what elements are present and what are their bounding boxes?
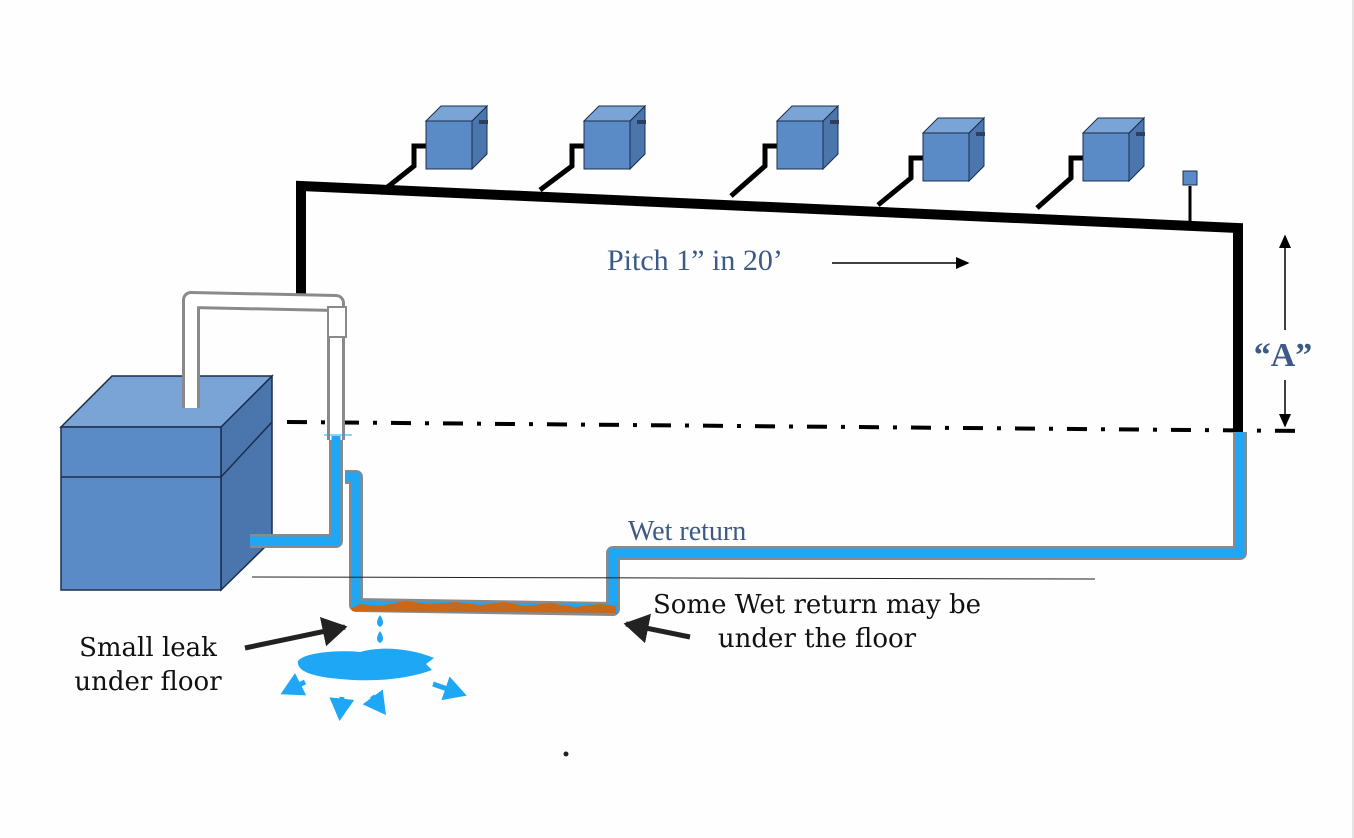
radiator-vent-icon bbox=[637, 120, 646, 124]
pitch-label: Pitch 1” in 20’ bbox=[607, 244, 783, 277]
radiator-3 bbox=[729, 104, 840, 198]
leak-drips bbox=[377, 615, 383, 643]
under-floor-label-line2: under the floor bbox=[718, 624, 917, 654]
radiator-1 bbox=[378, 104, 489, 195]
equalizer-pipe bbox=[250, 434, 352, 548]
radiator-vent-icon bbox=[1136, 132, 1145, 136]
under-floor-label-line1: Some Wet return may be bbox=[653, 590, 981, 620]
stray-dot bbox=[563, 751, 569, 757]
floor-line bbox=[251, 576, 1096, 580]
radiator-4 bbox=[876, 116, 986, 207]
wet-return-pipe bbox=[345, 432, 1247, 616]
boiler bbox=[59, 374, 274, 592]
water-puddle bbox=[297, 648, 434, 681]
boiler-water-line bbox=[286, 420, 1306, 433]
radiator-vent-icon bbox=[976, 132, 985, 136]
steam-main bbox=[296, 180, 1243, 432]
sediment bbox=[352, 601, 616, 613]
wet-return-label: Wet return bbox=[628, 516, 746, 547]
page-edge bbox=[1352, 0, 1354, 838]
radiator-2 bbox=[538, 104, 647, 192]
boiler-header-pipe bbox=[182, 291, 347, 440]
leak-label-line2: under floor bbox=[74, 667, 222, 697]
spread-arrows bbox=[280, 672, 467, 721]
radiator-5 bbox=[1035, 116, 1146, 210]
main-vent bbox=[1182, 170, 1198, 222]
leak-label-line1: Small leak bbox=[79, 633, 217, 663]
under-floor-callout-arrow bbox=[623, 613, 691, 644]
dimension-a-label: “A” bbox=[1254, 337, 1313, 374]
radiator-vent-icon bbox=[479, 120, 488, 124]
leak-callout-arrow bbox=[244, 616, 348, 651]
radiator-vent-icon bbox=[830, 120, 839, 124]
